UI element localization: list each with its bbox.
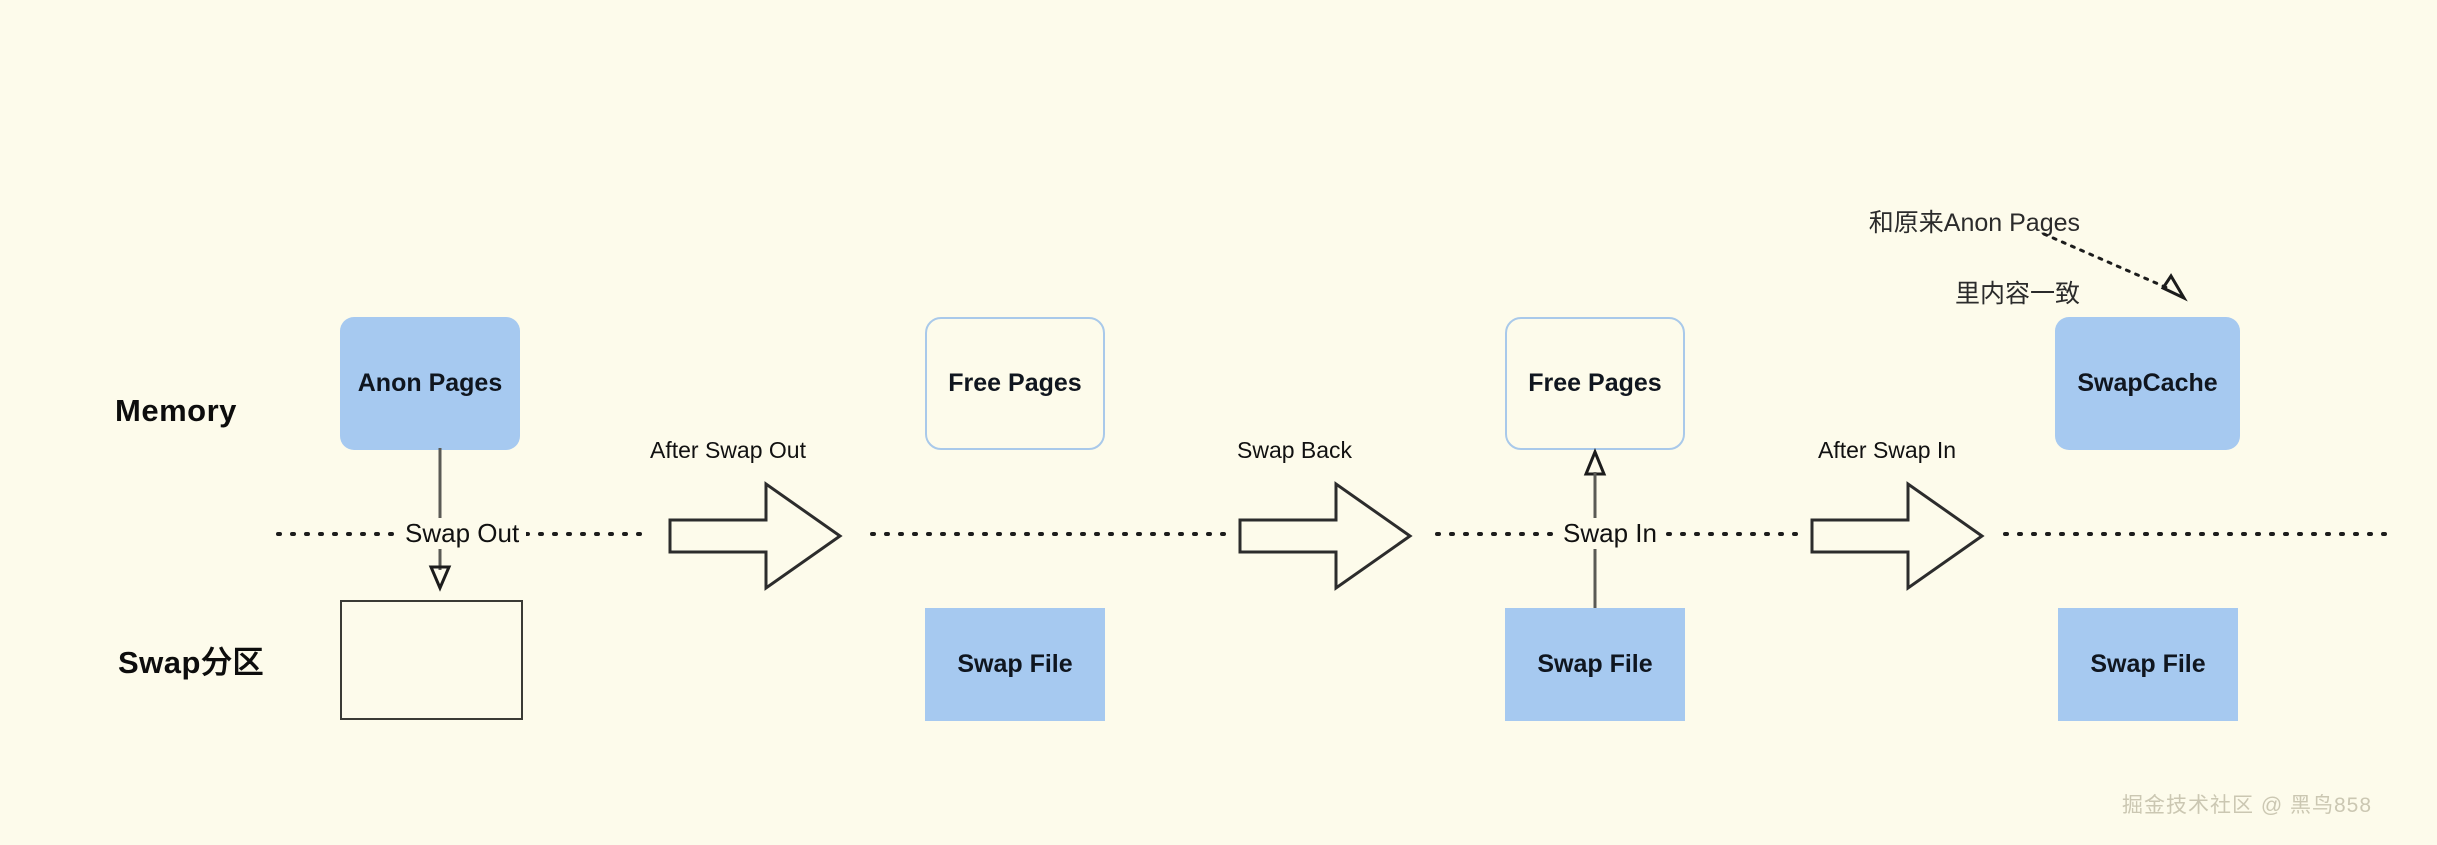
- annotation-pointer-arrow: [2042, 232, 2188, 302]
- node-anon-pages[interactable]: Anon Pages: [340, 317, 520, 450]
- node-label: Free Pages: [948, 369, 1082, 397]
- flow-label-swap-in: Swap In: [1556, 518, 1664, 549]
- node-free-pages-1[interactable]: Free Pages: [925, 317, 1105, 450]
- node-swap-partition-empty[interactable]: [340, 600, 523, 720]
- transition-label-after-swap-out: After Swap Out: [650, 437, 806, 463]
- transition-arrow-1[interactable]: [668, 476, 848, 596]
- transition-label-swap-back: Swap Back: [1237, 437, 1353, 463]
- node-label: Free Pages: [1528, 369, 1662, 397]
- node-swap-file-2[interactable]: Swap File: [1505, 608, 1685, 721]
- annotation-line-2: 里内容一致: [1954, 279, 2080, 308]
- annotation-line-1: 和原来Anon Pages: [1868, 208, 2080, 237]
- flow-label-swap-out: Swap Out: [398, 518, 527, 549]
- node-label: Anon Pages: [357, 369, 503, 397]
- node-label: Swap File: [2090, 650, 2206, 678]
- annotation-text: 和原来Anon Pages 里内容一致: [1740, 170, 2080, 348]
- row-label-swap: Swap分区: [118, 645, 264, 680]
- node-label: Swap File: [957, 650, 1073, 678]
- watermark: 掘金技术社区 @ 黑鸟858: [2122, 794, 2373, 817]
- node-swapcache[interactable]: SwapCache: [2055, 317, 2240, 450]
- node-label: SwapCache: [2077, 369, 2218, 397]
- node-swap-file-1[interactable]: Swap File: [925, 608, 1105, 721]
- swap-out-connector: [428, 448, 452, 592]
- node-swap-file-3[interactable]: Swap File: [2058, 608, 2238, 721]
- node-label: Swap File: [1537, 650, 1653, 678]
- transition-arrow-2[interactable]: [1238, 476, 1418, 596]
- row-label-memory: Memory: [115, 393, 237, 428]
- transition-arrow-3[interactable]: [1810, 476, 1990, 596]
- node-free-pages-2[interactable]: Free Pages: [1505, 317, 1685, 450]
- transition-label-after-swap-in: After Swap In: [1818, 437, 1957, 463]
